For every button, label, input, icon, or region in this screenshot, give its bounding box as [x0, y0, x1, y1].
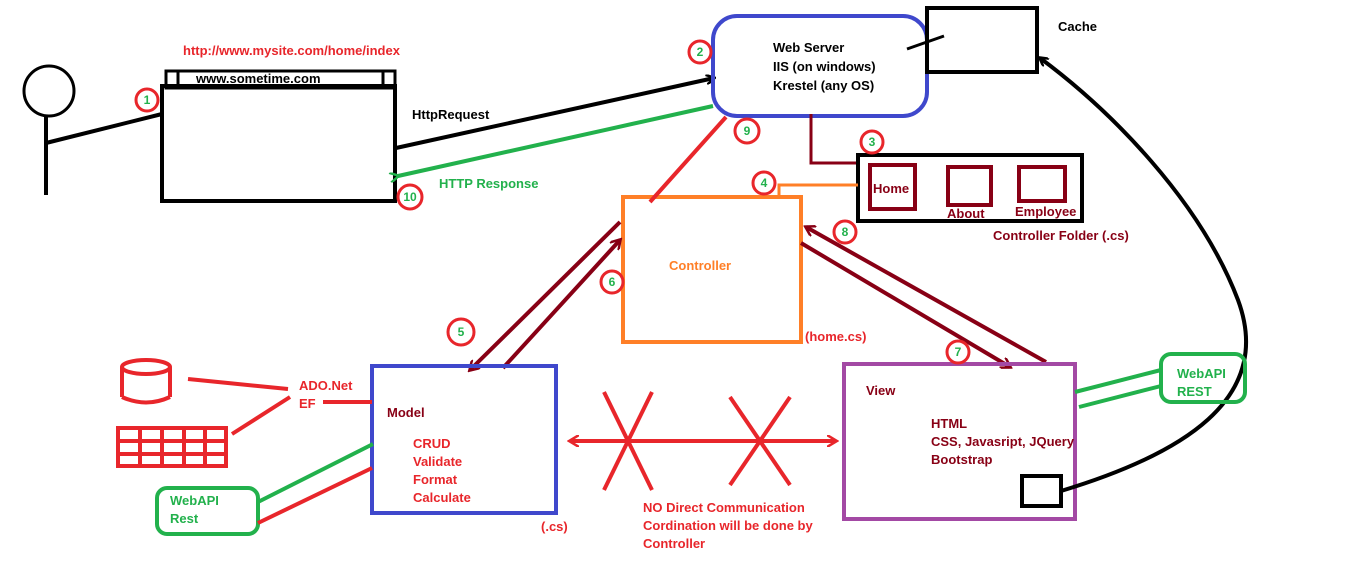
table-to-ef-line — [230, 395, 292, 436]
controller-folder-box — [856, 153, 1084, 223]
webapi-left-green-line — [257, 442, 374, 504]
note-line-2: Cordination will be done by — [643, 518, 813, 533]
webapi-left-title: WebAPI — [170, 493, 219, 508]
step-badge-6: 6 — [599, 269, 625, 295]
svg-text:1: 1 — [144, 93, 151, 107]
http-response-label: HTTP Response — [439, 176, 538, 191]
model-calculate: Calculate — [413, 490, 471, 505]
web-server-title: Web Server — [773, 40, 844, 55]
model-to-controller-arrow — [501, 240, 620, 370]
step-badge-10: 10 — [396, 183, 424, 211]
svg-text:3: 3 — [869, 135, 876, 149]
folder-to-controller-line — [777, 183, 858, 198]
webapi-right-subtitle: REST — [1177, 384, 1212, 399]
view-to-controller-arrow — [806, 227, 1047, 364]
model-label: Model — [387, 405, 425, 420]
svg-text:8: 8 — [842, 225, 849, 239]
browser-window — [160, 69, 397, 203]
view-cache-box — [1020, 474, 1063, 508]
folder-employee-box — [1017, 165, 1067, 203]
model-file-label: (.cs) — [541, 519, 568, 534]
svg-text:9: 9 — [744, 124, 751, 138]
cross-mark-right — [728, 395, 792, 487]
view-css-js: CSS, Javasript, JQuery — [931, 434, 1075, 449]
step-badge-3: 3 — [859, 129, 885, 155]
folder-item-about: About — [947, 206, 985, 221]
model-crud: CRUD — [413, 436, 451, 451]
folder-about-box — [946, 165, 993, 207]
note-line-3: Controller — [643, 536, 705, 551]
svg-text:7: 7 — [955, 345, 962, 359]
step-badge-1: 1 — [134, 87, 160, 113]
view-label: View — [866, 383, 896, 398]
ef-label: EF — [299, 396, 316, 411]
controller-label: Controller — [669, 258, 731, 273]
controller-file-label: (home.cs) — [805, 329, 866, 344]
step-badge-2: 2 — [687, 39, 713, 65]
view-bootstrap: Bootstrap — [931, 452, 992, 467]
cross-mark-left — [602, 391, 654, 491]
model-format: Format — [413, 472, 458, 487]
webapi-left-subtitle: Rest — [170, 511, 199, 526]
folder-item-employee: Employee — [1015, 204, 1076, 219]
step-badge-7: 7 — [945, 339, 971, 365]
controller-to-view-arrow — [799, 241, 1010, 367]
view-to-cache-arrow — [1040, 58, 1249, 493]
db-to-ado-line — [187, 377, 289, 391]
webapi-left-box — [155, 486, 260, 536]
webapi-right-line-2 — [1078, 384, 1162, 409]
url-text: http://www.mysite.com/home/index — [183, 43, 401, 58]
folder-home-box — [868, 163, 917, 211]
cache-label: Cache — [1058, 19, 1097, 34]
svg-text:6: 6 — [609, 275, 616, 289]
browser-tab-label: www.sometime.com — [195, 71, 321, 86]
model-box — [370, 364, 558, 515]
web-server-iis: IIS (on windows) — [773, 59, 876, 74]
controller-folder-caption: Controller Folder (.cs) — [993, 228, 1129, 243]
http-request-label: HttpRequest — [412, 107, 490, 122]
webapi-right-title: WebAPI — [1177, 366, 1226, 381]
webapi-right-line-1 — [1074, 368, 1162, 394]
svg-text:2: 2 — [697, 45, 704, 59]
webapi-left-red-line — [257, 466, 373, 525]
user-figure — [22, 64, 163, 195]
http-request-arrow — [395, 78, 714, 150]
folder-item-home: Home — [873, 181, 909, 196]
model-validate: Validate — [413, 454, 462, 469]
view-html: HTML — [931, 416, 967, 431]
cache-box — [925, 6, 1039, 74]
svg-text:10: 10 — [403, 190, 417, 204]
controller-to-model-arrow — [470, 220, 622, 370]
webapi-right-box — [1159, 352, 1247, 404]
note-line-1: NO Direct Communication — [643, 500, 805, 515]
server-to-folder-line — [809, 114, 858, 165]
step-badge-8: 8 — [832, 219, 858, 245]
svg-text:4: 4 — [761, 176, 768, 190]
web-server-krestel: Krestel (any OS) — [773, 78, 874, 93]
step-badge-4: 4 — [751, 170, 777, 196]
svg-text:5: 5 — [458, 325, 465, 339]
controller-to-server-line — [648, 115, 728, 204]
step-badge-9: 9 — [733, 117, 761, 145]
controller-box — [621, 195, 803, 344]
ado-net-label: ADO.Net — [299, 378, 353, 393]
database-icon — [120, 358, 172, 405]
step-badge-5: 5 — [446, 317, 476, 347]
table-icon — [116, 426, 228, 468]
http-response-arrow — [398, 104, 714, 176]
